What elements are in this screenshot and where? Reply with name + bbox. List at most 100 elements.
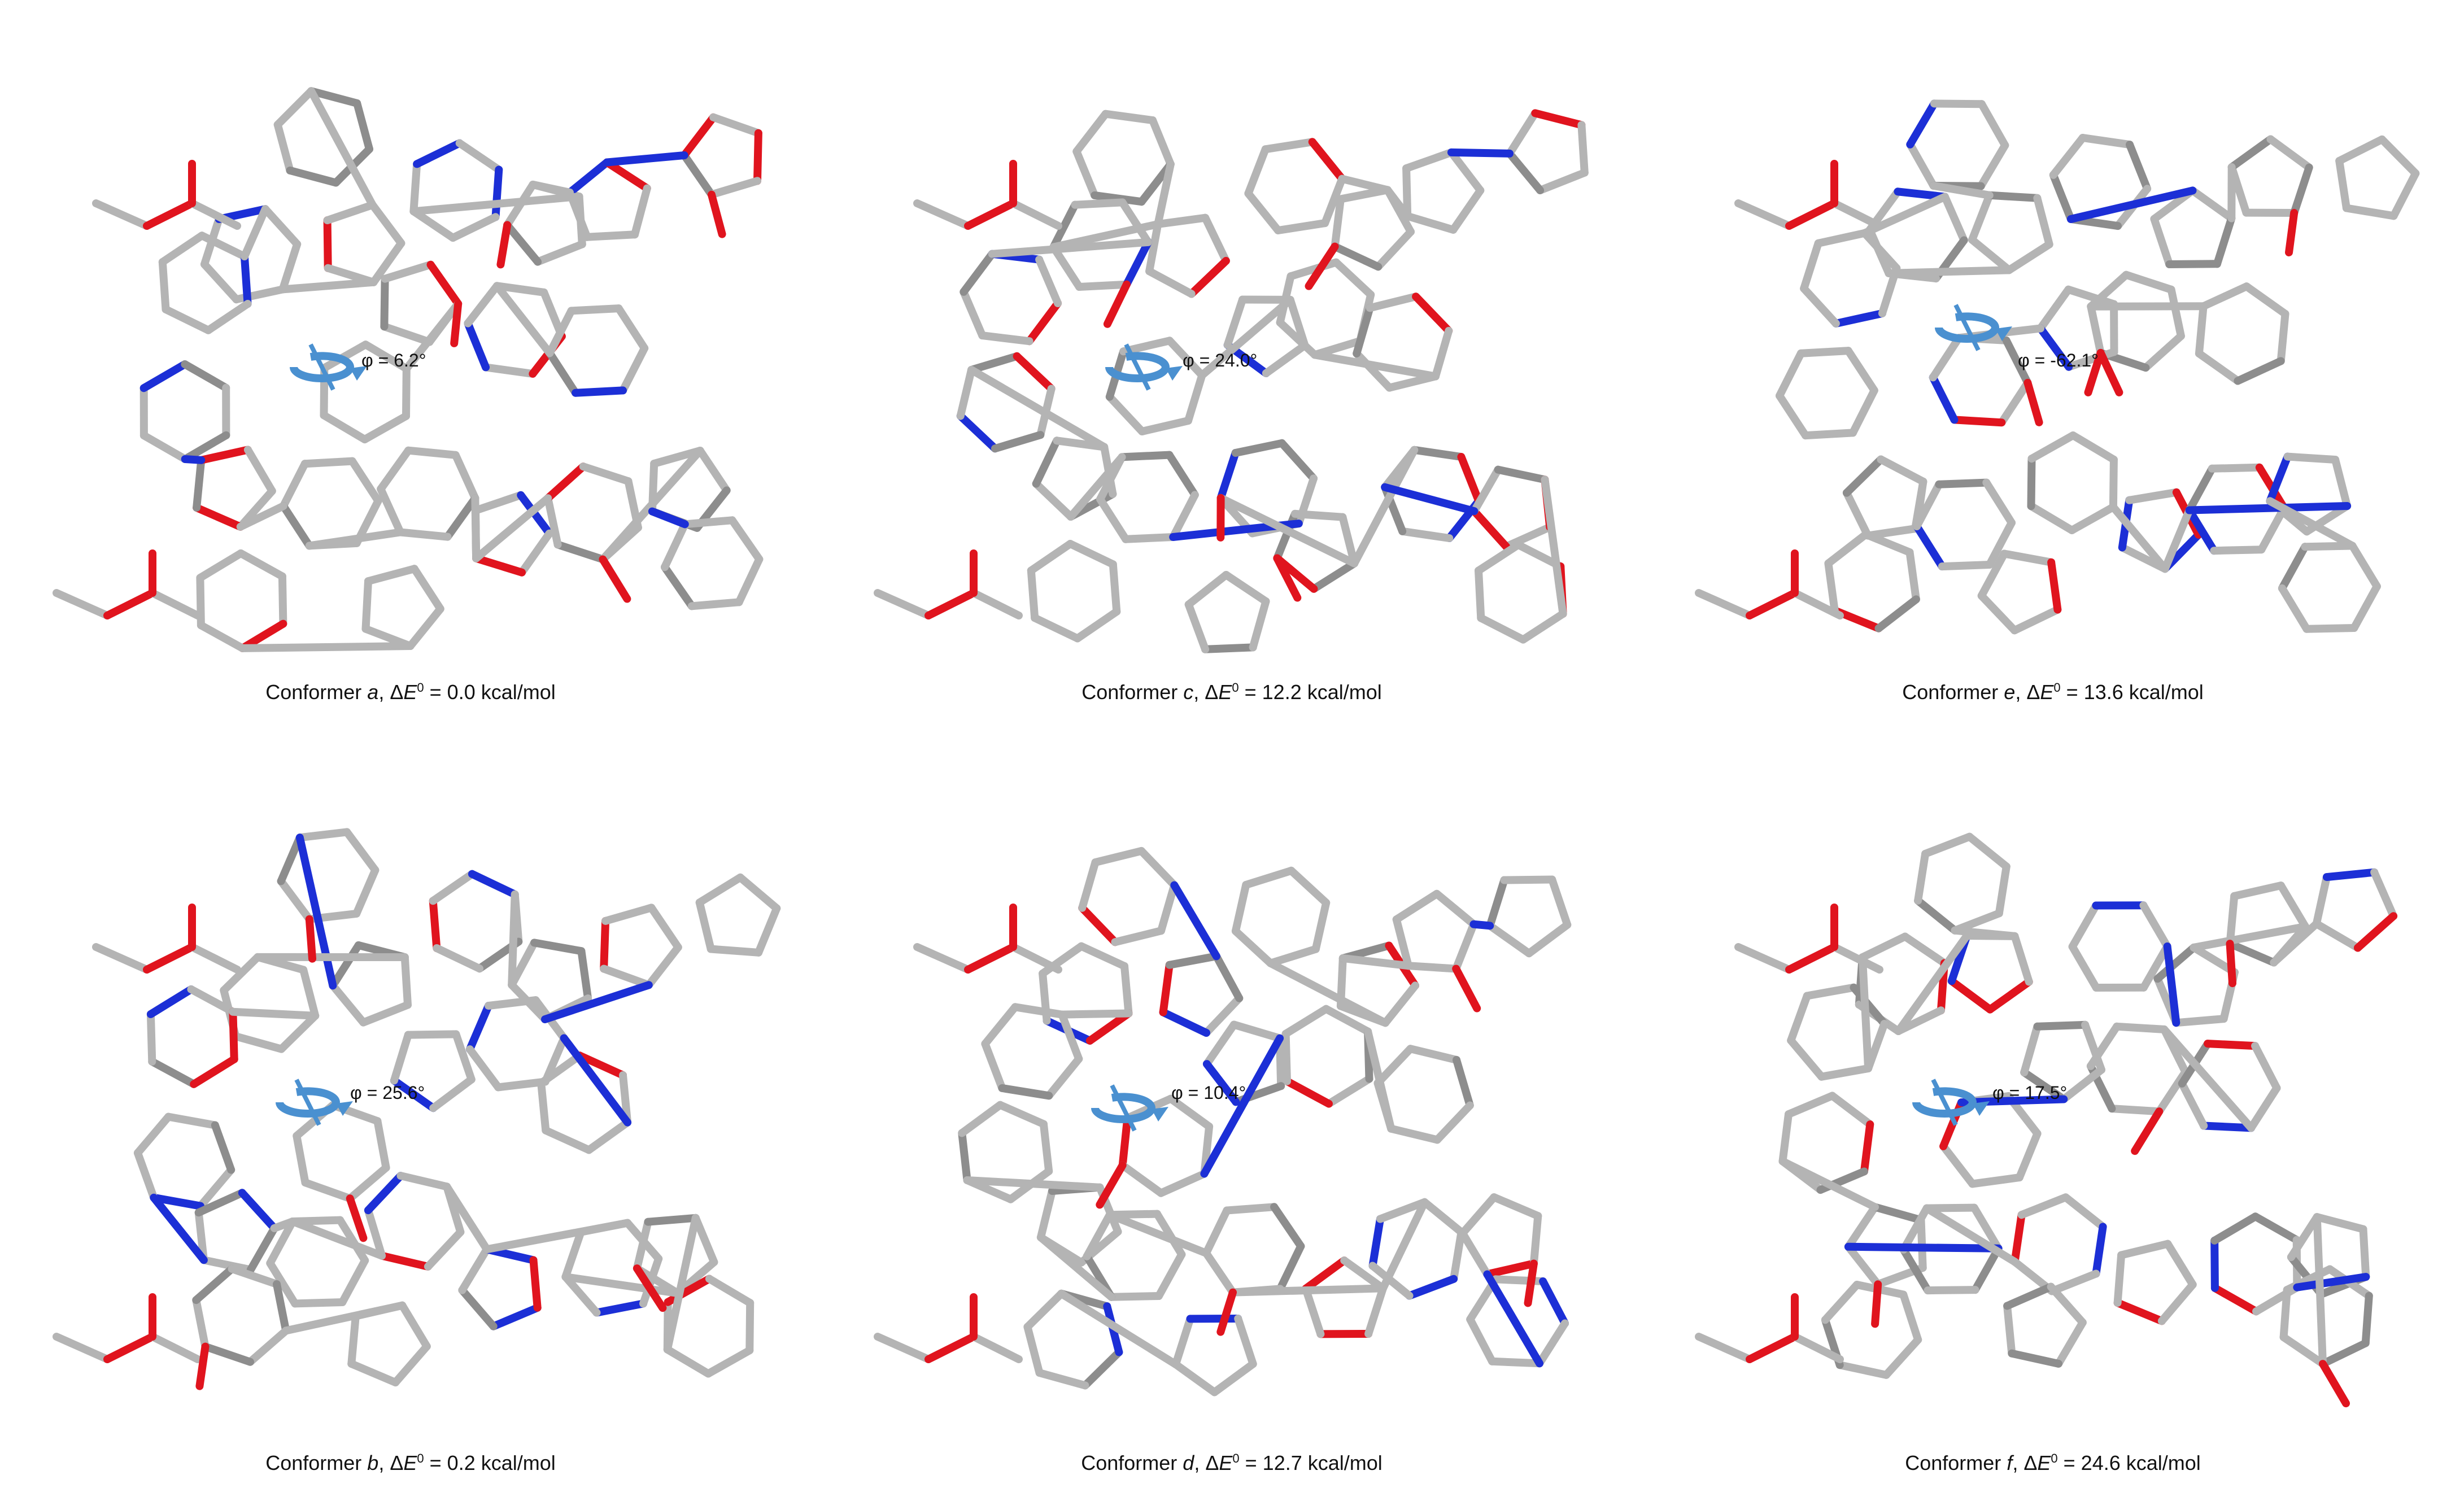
ring-bond [1107,1292,1163,1301]
ring-bond [1118,1114,1132,1170]
ring-bond [1785,1092,1837,1119]
ring-bond [1364,1284,1387,1338]
ring-bond [429,1075,476,1112]
ring-bond [681,516,736,529]
ring-bond [1406,1045,1460,1064]
ring-bond [1031,614,1081,643]
ring-bond [1458,1229,1492,1278]
ring-bond [373,1117,390,1172]
ring-bond [1261,138,1316,154]
linker-bond [1198,295,1294,379]
ring-bond [1502,523,1554,551]
conformer-label: f [2007,1451,2013,1474]
ring-bond [1216,449,1240,502]
linker-bond [561,1273,682,1298]
ring-bond [1310,559,1359,593]
ring-bond [1276,1242,1305,1293]
ring-bond [2122,270,2175,294]
energy-symbol: E [403,680,417,704]
ring-bond [1381,981,1419,1027]
linker-bond [2109,503,2169,573]
ring-bond [1977,549,2008,600]
ring-bond [1184,371,1206,425]
linker-bond [1894,932,1971,1035]
ring-bond [1470,465,1502,516]
ring-bond [139,360,189,392]
ester-oxygen [143,199,196,230]
ring-bond [199,1256,255,1274]
ring-bond [360,412,410,444]
ester-bond [874,1333,932,1363]
ring-bond [1281,1005,1331,1038]
ring-bond [1466,1315,1497,1365]
ring-bond [2033,1020,2090,1031]
ring-bond [2312,919,2362,952]
ring-bond [1244,145,1270,198]
ring-bond [347,1312,360,1368]
ring-bond [472,554,526,577]
ester-oxygen [103,1333,156,1363]
ring-bond [1202,1249,1237,1297]
ring-bond [603,158,651,193]
ring-bond [958,1101,1004,1137]
linker-bond [181,455,206,464]
ring-bond [148,1057,198,1088]
caption-delta: , Δ [2012,1451,2038,1474]
linker-bond [963,1176,1104,1192]
ring-bond [2142,332,2185,372]
ring-bond [1078,858,1100,912]
ester-bond [1009,199,1062,230]
ring-bond [1167,1094,1214,1131]
ring-bond [2210,1284,2260,1316]
ester-bond [1695,589,1754,619]
ring-bond [579,462,633,486]
ring-bond [398,1301,431,1351]
ring-bond [2081,1020,2105,1074]
ring-bond [1231,880,1250,935]
carbonyl-oxygen [633,1264,667,1312]
linker-bond [1049,220,1162,251]
linker-bond [236,502,287,531]
ring-bond [2109,455,2118,511]
ring-bond [1332,258,1375,299]
ring-bond [1968,1173,2023,1188]
ring-bond [2068,901,2100,951]
carbonyl-oxygen [1524,1259,1538,1307]
ring-bond [482,363,537,378]
linker-bond [282,1301,407,1335]
ring-bond [320,341,370,372]
ring-bond [146,1010,156,1066]
ring-bond [735,555,764,606]
ring-bond [998,1084,1053,1100]
rotation-arrow-icon [1912,1079,1990,1126]
carbonyl-oxygen [2226,940,2236,988]
ring-bond [1368,1215,1384,1270]
ring-bond [1914,849,1930,905]
conformer-panel-c: φ = 24.0°Conformer c, ΔE0 = 12.2 kcal/mo… [821,0,1642,744]
ring-bond [378,1251,432,1271]
ring-bond [1433,889,1478,928]
ring-bond [295,828,351,842]
conformer-label: e [2004,680,2016,704]
ring-bond [1814,229,1869,247]
linker-bond [967,365,1109,451]
ring-bond [493,282,548,296]
ring-bond [1036,1187,1056,1242]
caption-prefix: Conformer [1081,1451,1183,1474]
ring-bond [1165,952,1220,969]
ring-bond [577,947,592,1002]
ring-bond [361,341,411,373]
ring-bond [1325,1075,1373,1108]
ring-bond [2087,302,2105,357]
energy-value: = 0.0 kcal/mol [424,680,556,704]
linker-bond [1885,266,2013,277]
ring-bond [204,300,252,334]
ring-bond [1420,1198,1466,1236]
ring-bond [158,232,206,266]
ring-bond [546,307,575,357]
ring-bond [1223,1203,1279,1215]
linker-bond [1483,1270,1543,1368]
ring-bond [390,1076,438,1112]
ring-bond [1013,352,1056,393]
carbonyl-oxygen [1452,965,1481,1013]
